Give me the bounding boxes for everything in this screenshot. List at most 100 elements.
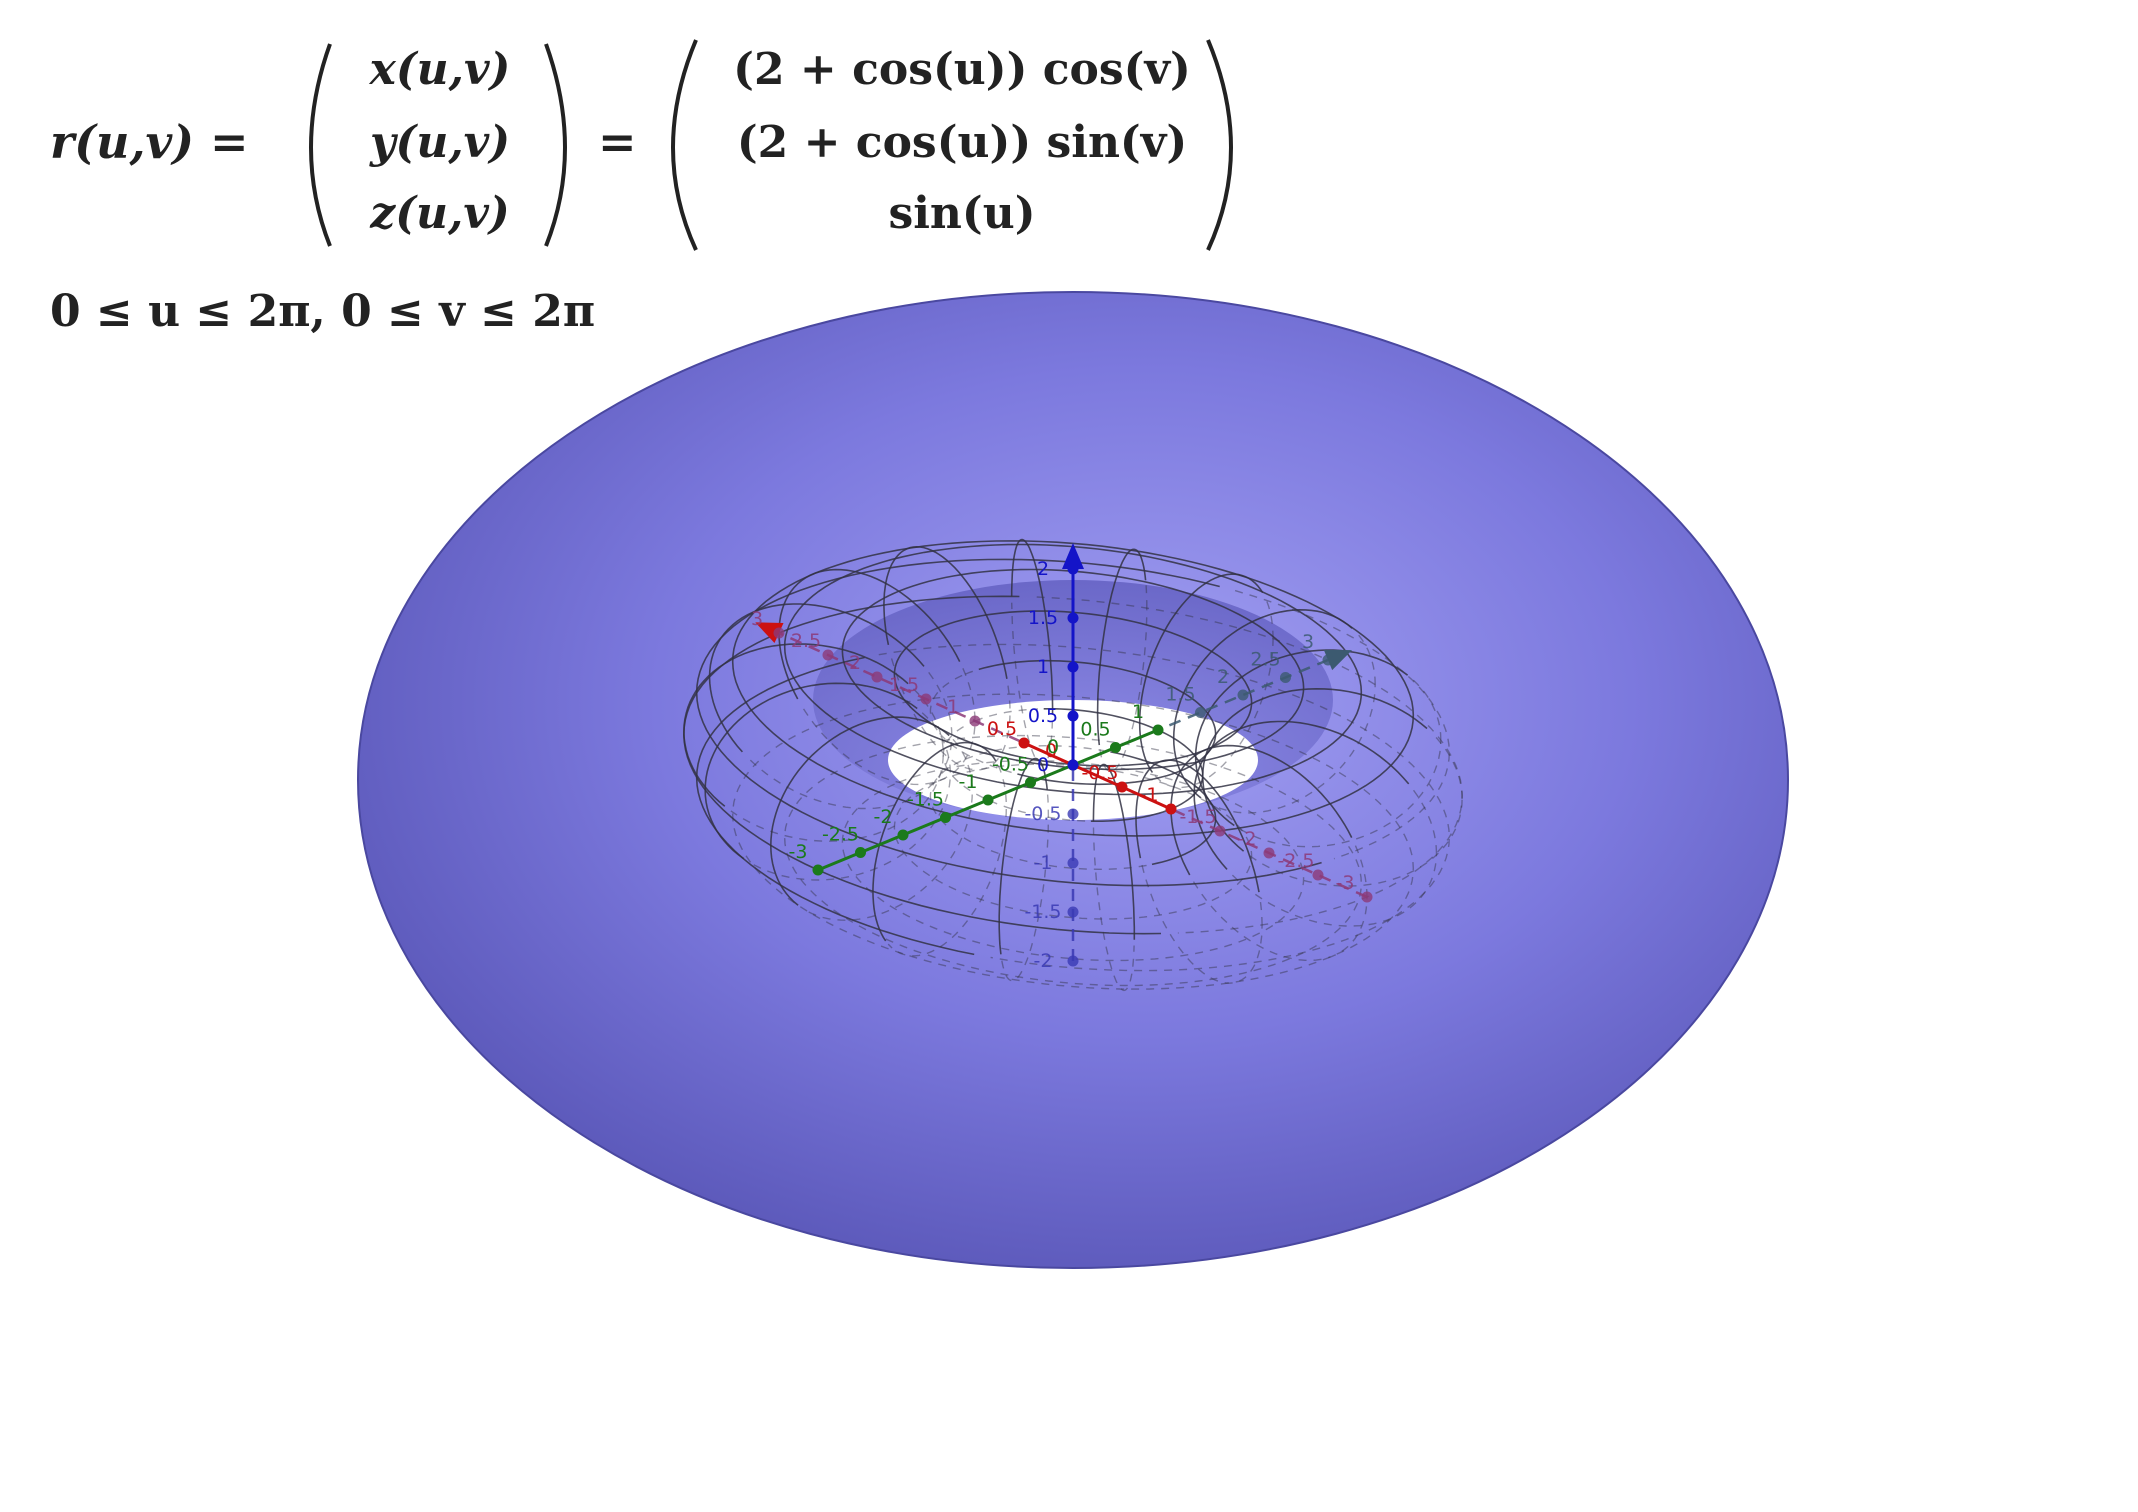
x-tick-label: 1.5 [889, 674, 919, 696]
mesh-parallel-hidden [942, 708, 1086, 822]
z-tick-label: 0.5 [1028, 705, 1058, 727]
formula-definition-z: sin(u) [888, 188, 1035, 239]
x-axis-line [1023, 741, 1172, 811]
y-tick-label: -0.5 [992, 754, 1029, 776]
mesh-meridian-hidden [1231, 789, 1438, 927]
formula-component-x: x(u,v) [369, 44, 511, 95]
z-tick-mark [1067, 906, 1079, 918]
mesh-meridian [883, 545, 1008, 679]
x-tick-label: -2 [1238, 828, 1257, 850]
y-axis-arrowhead [1323, 649, 1353, 671]
mesh-parallel [1110, 751, 1217, 866]
mesh-meridian [1193, 720, 1410, 870]
z-axis-arrowhead [1062, 543, 1084, 569]
z-tick-mark [1067, 808, 1079, 820]
y-tick-label: -3 [789, 841, 808, 863]
mesh-parallel-hidden [1234, 589, 1451, 860]
y-tick-label: -2.5 [822, 824, 859, 846]
mesh-meridian [998, 757, 1048, 955]
formula-domain: 0 ≤ u ≤ 2π, 0 ≤ v ≤ 2π [50, 286, 595, 337]
mesh-meridian [1010, 538, 1054, 715]
mesh-meridian-hidden [887, 764, 1008, 957]
z-tick-mark [1067, 955, 1079, 967]
mesh-parallel-hidden [893, 763, 1253, 920]
y-tick-label: 1 [1132, 701, 1144, 723]
y-tick-mark [1280, 672, 1291, 683]
mesh-parallel-hidden [731, 693, 1415, 990]
z-tick-mark [1067, 710, 1079, 722]
torus-mesh [682, 538, 1463, 992]
x-tick-mark [1018, 737, 1030, 749]
z-tick-label: -2 [1034, 950, 1053, 972]
mesh-meridian [683, 643, 909, 807]
x-tick-mark [1116, 781, 1128, 793]
x-tick-label: -2.5 [1277, 850, 1314, 872]
x-tick-mark [822, 649, 834, 661]
y-tick-label: 2 [1217, 666, 1229, 688]
formula-definition-y: (2 + cos(u)) sin(v) [737, 117, 1187, 168]
z-tick-label: 2 [1037, 558, 1049, 580]
x-tick-label: -0.5 [1081, 762, 1118, 784]
left-paren-components [309, 43, 332, 247]
mesh-meridian [704, 682, 918, 860]
mesh-meridian-hidden [800, 668, 976, 786]
x-tick-label: -1.5 [1179, 806, 1216, 828]
z-tick-mark [1067, 563, 1079, 575]
mesh-parallel-hidden [1036, 596, 1463, 934]
y-tick-mark [855, 847, 866, 858]
y-tick-label: -1.5 [907, 789, 944, 811]
mesh-meridian-hidden [1000, 794, 1050, 982]
formula-definition-x: (2 + cos(u)) cos(v) [733, 44, 1191, 95]
x-tick-label: -1 [1140, 784, 1159, 806]
z-tick-label: 1.5 [1028, 607, 1058, 629]
mesh-parallel-hidden [878, 643, 1451, 972]
y-tick-label: 0.5 [1080, 719, 1110, 741]
mesh-meridian-hidden [1141, 864, 1263, 984]
y-tick-mark [940, 812, 951, 823]
y-tick-label: 1.5 [1165, 684, 1195, 706]
formula-component-y: y(u,v) [369, 117, 510, 168]
x-tick-mark [1361, 891, 1373, 903]
x-tick-label: 0 [1045, 740, 1057, 762]
z-tick-mark [1067, 612, 1079, 624]
z-tick-label: -0.5 [1024, 803, 1061, 825]
x-tick-label: 2.5 [791, 630, 821, 652]
mesh-meridian-hidden [1205, 631, 1376, 814]
x-tick-mark [1214, 825, 1226, 837]
z-axis: -2-1.5-1-0.500.511.52 [1024, 543, 1084, 972]
right-paren-components [544, 43, 567, 247]
formula: r(u,v) = x(u,v) y(u,v) z(u,v) = (2 + cos… [50, 39, 1233, 337]
mesh-meridian [1092, 763, 1136, 940]
mesh-meridian-hidden [1239, 678, 1442, 848]
y-axis: -3 -2.5 -2 -1.5 -1 -0.5 0 0.5 1 1.5 2 2.5 3 [789, 631, 1353, 876]
x-tick-mark [1312, 869, 1324, 881]
mesh-meridian [1096, 548, 1147, 746]
mesh-meridian-hidden [1249, 733, 1463, 887]
mesh-meridian [708, 603, 925, 753]
y-tick-mark [1025, 777, 1036, 788]
y-tick-label: 0 [1047, 736, 1059, 758]
mesh-meridian [872, 741, 997, 942]
x-tick-label: 2 [849, 652, 861, 674]
y-tick-mark [1110, 742, 1121, 753]
y-tick-mark [897, 829, 909, 841]
x-tick-label: 0.5 [987, 718, 1017, 740]
x-tick-label: -3 [1336, 872, 1355, 894]
y-tick-label: 2.5 [1250, 649, 1280, 671]
mesh-meridian [1138, 573, 1264, 773]
x-tick-label: 3 [751, 608, 763, 630]
mesh-meridian [1135, 759, 1260, 893]
mesh-meridian [1170, 744, 1353, 876]
y-tick-label: -1 [959, 771, 978, 793]
left-paren-definitions [671, 39, 698, 251]
mesh-meridian-hidden [1192, 844, 1368, 962]
y-tick-mark [982, 794, 994, 806]
formula-equals: = [598, 115, 637, 169]
formula-component-z: z(u,v) [369, 188, 510, 239]
y-tick-mark [1152, 724, 1164, 736]
y-tick-label: -2 [874, 806, 893, 828]
z-tick-mark [1067, 759, 1079, 771]
mesh-meridian-hidden [889, 651, 1011, 771]
y-tick-label: 3 [1302, 631, 1314, 653]
